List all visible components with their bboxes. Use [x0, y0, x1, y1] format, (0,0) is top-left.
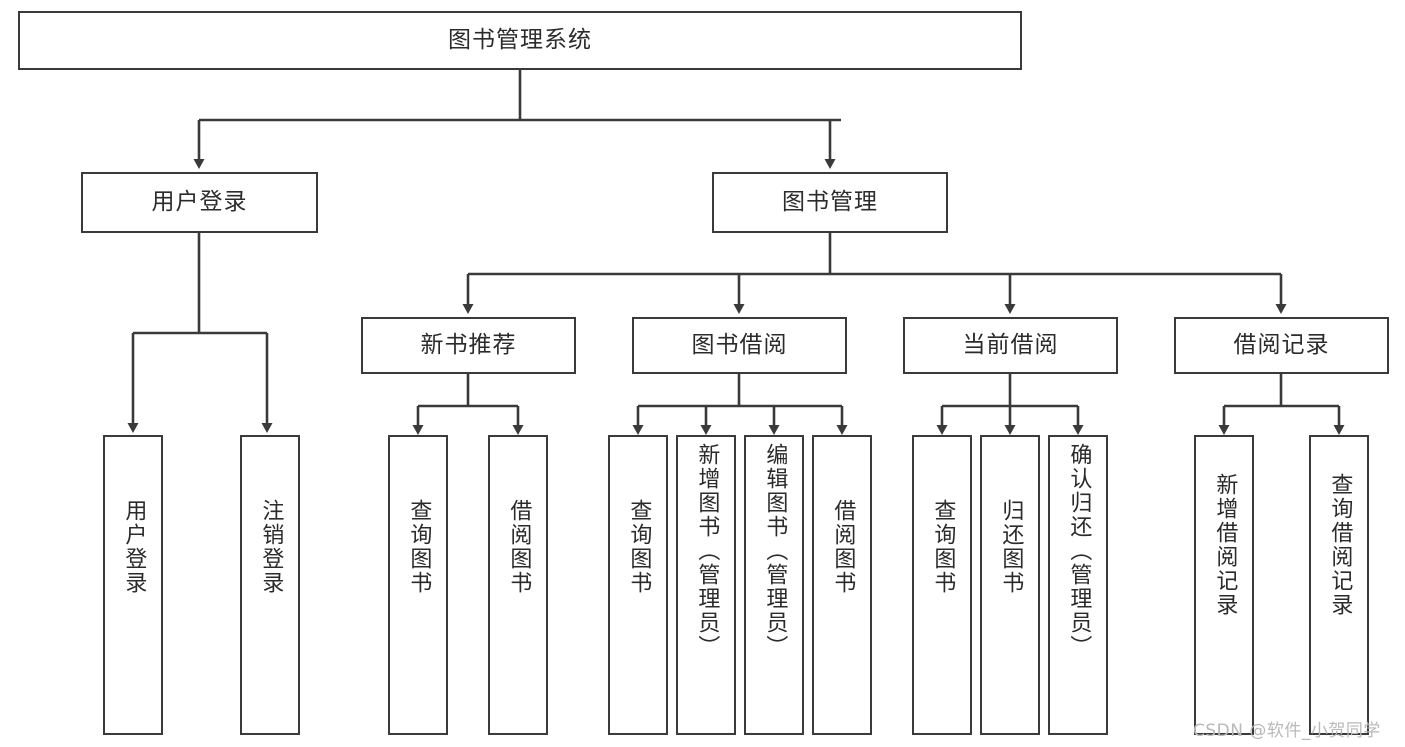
leaf-user-login-login[interactable]: 用户登录 — [103, 435, 163, 735]
leaf-current-return-books[interactable]: 归还图书 — [980, 435, 1040, 735]
node-label: 图书管理系统 — [448, 26, 592, 53]
node-label: 归还图书 — [998, 499, 1024, 595]
node-label: 用户登录 — [151, 188, 248, 215]
node-label: 注销登录 — [258, 499, 284, 595]
leaf-user-login-logout[interactable]: 注销登录 — [240, 435, 300, 735]
node-label: 新增图书（管理员） — [694, 443, 720, 659]
leaf-current-query-books[interactable]: 查询图书 — [912, 435, 972, 735]
leaf-borrow-add-book-admin[interactable]: 新增图书（管理员） — [676, 435, 736, 735]
node-label: 确认归还（管理员） — [1066, 443, 1092, 659]
node-label: 查询借阅记录 — [1327, 473, 1353, 617]
node-new-book-recommend[interactable]: 新书推荐 — [361, 317, 576, 374]
node-label: 新增借阅记录 — [1212, 473, 1238, 617]
node-label: 图书管理 — [782, 188, 878, 215]
node-book-borrow[interactable]: 图书借阅 — [632, 317, 847, 374]
leaf-borrow-borrow-books[interactable]: 借阅图书 — [812, 435, 872, 735]
node-label: 图书借阅 — [691, 331, 788, 358]
node-label: 查询图书 — [406, 499, 432, 595]
leaf-record-add-borrow-record[interactable]: 新增借阅记录 — [1194, 435, 1254, 735]
node-current-borrow[interactable]: 当前借阅 — [903, 317, 1118, 374]
node-label: 新书推荐 — [420, 331, 517, 358]
node-borrow-record[interactable]: 借阅记录 — [1174, 317, 1389, 374]
csdn-watermark: CSDN @软件_小贺同学 — [1193, 721, 1381, 741]
node-user-login[interactable]: 用户登录 — [81, 172, 318, 233]
leaf-new-book-borrow-books[interactable]: 借阅图书 — [488, 435, 548, 735]
node-label: 借阅图书 — [830, 499, 856, 595]
node-label: 当前借阅 — [962, 331, 1059, 358]
leaf-current-confirm-return-admin[interactable]: 确认归还（管理员） — [1048, 435, 1108, 735]
node-label: 编辑图书（管理员） — [762, 443, 788, 659]
leaf-borrow-query-books[interactable]: 查询图书 — [608, 435, 668, 735]
node-label: 用户登录 — [121, 499, 147, 595]
node-book-management[interactable]: 图书管理 — [712, 172, 948, 233]
node-label: 查询图书 — [626, 499, 652, 595]
leaf-borrow-edit-book-admin[interactable]: 编辑图书（管理员） — [744, 435, 804, 735]
leaf-new-book-query-books[interactable]: 查询图书 — [388, 435, 448, 735]
node-root-book-management-system[interactable]: 图书管理系统 — [18, 11, 1022, 70]
node-label: 查询图书 — [930, 499, 956, 595]
node-label: 借阅图书 — [506, 499, 532, 595]
leaf-record-query-borrow-record[interactable]: 查询借阅记录 — [1309, 435, 1369, 735]
node-label: 借阅记录 — [1233, 331, 1330, 358]
